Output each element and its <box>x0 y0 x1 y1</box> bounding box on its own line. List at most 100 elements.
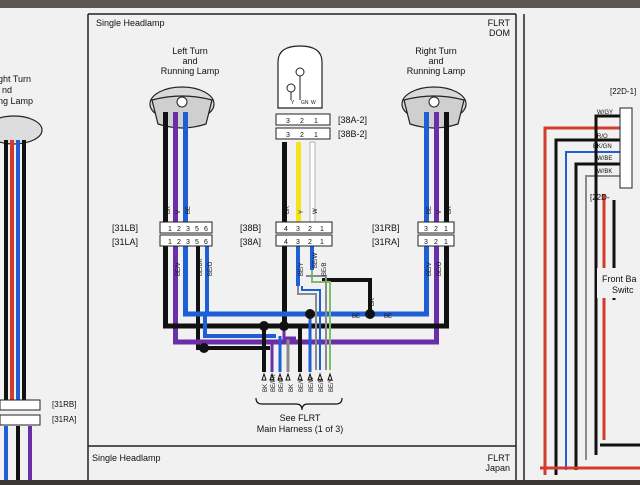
right-fragment-wire-label-5: W/BK <box>597 169 612 175</box>
r-pin-a-3: 3 <box>424 239 428 246</box>
l-pin-b-1: 1 <box>168 226 172 233</box>
wire-label-right-bk: BK <box>447 206 453 214</box>
wire-label-left-bebk: BE/BK <box>198 258 204 276</box>
right-fragment-label-bg <box>597 268 640 298</box>
wire-label-center-bk: BK <box>285 206 291 214</box>
left-lamp-label-2: and <box>182 56 197 66</box>
c-pin-b-2: 2 <box>308 226 312 233</box>
connector-label-38a: [38A] <box>240 237 261 247</box>
left-lamp-icon <box>149 86 215 129</box>
right-lamp-label-3: Running Lamp <box>407 66 466 76</box>
fragment-lamp-label-3: ng Lamp <box>0 96 33 106</box>
fragment-connector-a-label: [31RA] <box>52 415 76 424</box>
connector-38a-2 <box>275 113 331 140</box>
harness-label-7: BE/B <box>319 378 325 392</box>
wire-label-right-v: V <box>437 210 443 214</box>
l-pin-a-1: 1 <box>168 239 172 246</box>
l-pin-b-4: 5 <box>195 226 199 233</box>
harness-wire-labels: BK BE/PK BE/O BK BE/V BE/W BE/B BE/Y <box>263 374 335 392</box>
wire-label-center-bey: BE/Y <box>299 262 305 276</box>
right-fragment-connector-label-2: [22D- <box>590 193 610 202</box>
bulb-pin-label-3: W <box>311 100 316 106</box>
right-fragment-label-2: Switc <box>612 285 634 295</box>
c-pin-a-1: 1 <box>320 239 324 246</box>
wire-label-center-y: Y <box>299 210 305 214</box>
connector-label-31lb: [31LB] <box>112 223 138 233</box>
connector-label-38a-2: [38A-2] <box>338 115 367 125</box>
c-pin-b-1: 1 <box>320 226 324 233</box>
right-fragment-wire-label-4: W/BE <box>597 156 612 162</box>
fragment-connector-b <box>0 399 41 411</box>
wire-label-left-bev: BE/V <box>176 262 182 276</box>
r-pin-b-1: 1 <box>444 226 448 233</box>
wire-label-left-v: V <box>176 210 182 214</box>
r-pin-b-3: 3 <box>424 226 428 233</box>
wire-label-left-bk: BK <box>166 206 172 214</box>
h-pin-t-3: 3 <box>286 118 290 125</box>
right-fragment-connector-label: [22D-1] <box>610 87 636 96</box>
l-pin-a-3: 3 <box>186 239 190 246</box>
left-lamp-label: Left Turn <box>172 46 208 56</box>
h-pin-t-1: 1 <box>314 118 318 125</box>
harness-note: See FLRT <box>280 413 321 423</box>
h-pin-b-3: 3 <box>286 132 290 139</box>
wire-label-right-beo: BE/O <box>437 261 443 276</box>
c-pin-a-3: 3 <box>296 239 300 246</box>
harness-label-3: BE/O <box>279 377 285 392</box>
connector-label-31ra: [31RA] <box>372 237 400 247</box>
wire-labels: BK V BE BE/V BE/BK BE/O BK Y W BE/Y BE/W… <box>166 206 453 320</box>
wire-label-center-beb: BE/B <box>322 262 328 276</box>
splice-dots <box>199 309 375 353</box>
region-label: FLRT <box>488 18 511 28</box>
connector-label-31rb: [31RB] <box>372 223 400 233</box>
right-lamp-label-2: and <box>428 56 443 66</box>
right-lamp-wires <box>424 112 449 342</box>
h-pin-b-2: 2 <box>300 132 304 139</box>
h-pin-b-1: 1 <box>314 132 318 139</box>
headlamp-bulb-icon <box>277 45 323 109</box>
wire-label-left-beo: BE/O <box>208 261 214 276</box>
left-lamp-label-3: Running Lamp <box>161 66 220 76</box>
right-fragment-wire-label-1: W/GY <box>597 110 613 116</box>
fragment-lamp-label: ght Turn <box>0 74 31 84</box>
harness-arrows <box>261 372 333 381</box>
right-lamp-label: Right Turn <box>415 46 457 56</box>
panel-title: Single Headlamp <box>96 18 165 28</box>
connector-38b <box>275 221 333 247</box>
harness-label-8: BE/Y <box>329 378 335 392</box>
bottom-panel-title: Single Headlamp <box>92 453 161 463</box>
harness-label-6: BE/W <box>309 376 315 392</box>
l-pin-b-2: 2 <box>177 226 181 233</box>
r-pin-b-2: 2 <box>434 226 438 233</box>
right-fragment-wire-label-3: BK/GN <box>593 144 612 150</box>
connector-label-38b: [38B] <box>240 223 261 233</box>
wire-label-bus-mid: BK <box>370 298 376 306</box>
fragment-connector-b-label: [31RB] <box>52 400 76 409</box>
harness-label-1: BK <box>263 384 269 392</box>
harness-buses <box>163 270 449 372</box>
right-fragment-wires <box>540 114 640 475</box>
l-pin-a-2: 2 <box>177 239 181 246</box>
wire-label-bus-right: BE <box>384 314 392 320</box>
r-pin-a-2: 2 <box>434 239 438 246</box>
fragment-lamp-label-2: nd <box>2 85 12 95</box>
left-lamp-wires <box>163 112 209 348</box>
wire-label-right-be: BE <box>427 206 433 214</box>
region-label-sub: DOM <box>489 28 510 38</box>
l-pin-a-5: 6 <box>204 239 208 246</box>
harness-note-2: Main Harness (1 of 3) <box>257 424 344 434</box>
right-fragment-label: Front Ba <box>602 274 637 284</box>
fragment-connector-a <box>0 414 41 426</box>
c-pin-a-4: 4 <box>284 239 288 246</box>
r-pin-a-1: 1 <box>444 239 448 246</box>
connector-label-31la: [31LA] <box>112 237 138 247</box>
connector-31rb <box>417 221 455 247</box>
l-pin-b-5: 6 <box>204 226 208 233</box>
connector-label-38b-2: [38B-2] <box>338 129 367 139</box>
screen-top-edge <box>0 0 640 8</box>
harness-label-2: BE/PK <box>271 374 277 392</box>
wire-label-center-bew: BE/W <box>313 252 319 268</box>
bottom-region-label: FLRT <box>488 453 511 463</box>
